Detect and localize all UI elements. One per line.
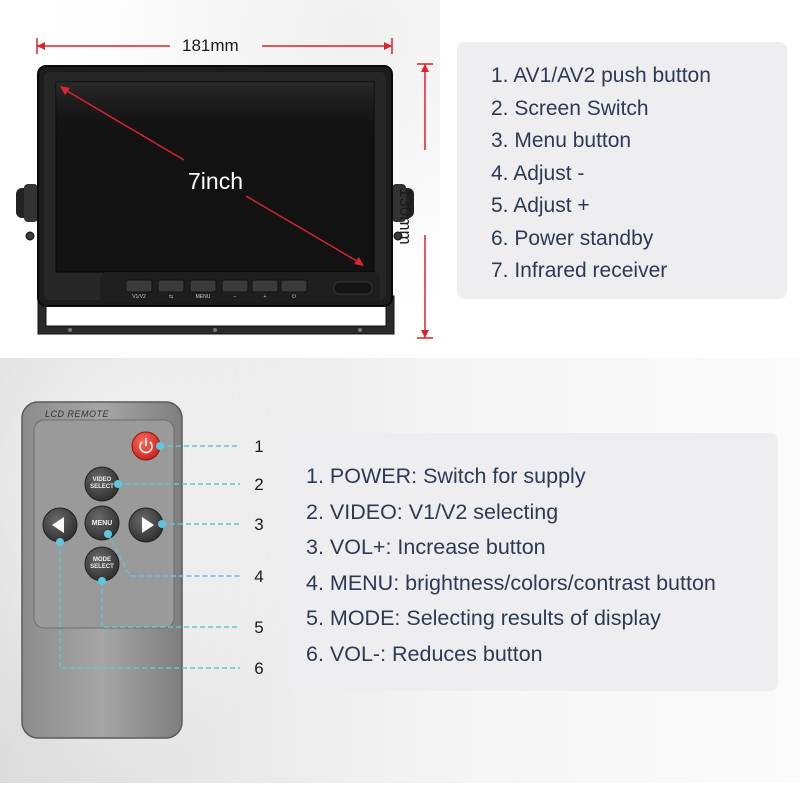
monitor-button-screen-switch[interactable] bbox=[157, 279, 185, 293]
mount-knob-left bbox=[16, 184, 38, 241]
monitor-button-plus[interactable] bbox=[251, 279, 279, 293]
list-item: 1. AV1/AV2 push button bbox=[491, 64, 711, 87]
height-label: 130mm bbox=[396, 188, 415, 245]
arrow-left-icon bbox=[52, 517, 64, 533]
video-label-line2: SELECT bbox=[90, 484, 114, 490]
monitor-button-label: ⇆ bbox=[168, 294, 174, 300]
remote-features-panel: 1. POWER: Switch for supply 2. VIDEO: V1… bbox=[288, 433, 778, 691]
list-item: 5. MODE: Selecting results of display bbox=[306, 606, 661, 631]
callout-lines bbox=[59, 445, 240, 669]
list-item: 3. VOL+: Increase button bbox=[306, 535, 546, 560]
monitor-button-menu[interactable] bbox=[189, 279, 217, 293]
power-icon bbox=[139, 438, 153, 454]
callout-dots bbox=[56, 442, 166, 585]
monitor-features-panel: 1. AV1/AV2 push button 2. Screen Switch … bbox=[457, 42, 787, 299]
list-item: 6. Power standby bbox=[491, 226, 654, 250]
list-item: 1. POWER: Switch for supply bbox=[306, 464, 586, 488]
list-item: 2. Screen Switch bbox=[491, 96, 649, 120]
infrared-receiver bbox=[333, 281, 373, 295]
mode-label-line1: MODE bbox=[93, 557, 111, 563]
monitor-button-label: ⏻ bbox=[292, 294, 296, 300]
monitor-illustration bbox=[16, 38, 433, 339]
remote-title: LCD REMOTE bbox=[45, 409, 110, 419]
mount-knob-right bbox=[392, 184, 414, 241]
monitor-button-label: − bbox=[233, 294, 237, 300]
remote-features-list: 1. POWER: Switch for supply 2. VIDEO: V1… bbox=[306, 459, 778, 673]
mode-select-label: MODE SELECT bbox=[86, 557, 118, 571]
width-dimension bbox=[36, 38, 393, 54]
list-item: 6. VOL-: Reduces button bbox=[306, 641, 543, 666]
list-item: 3. Menu button bbox=[491, 129, 632, 152]
callout-number: 6 bbox=[254, 659, 264, 678]
width-label: 181mm bbox=[182, 36, 239, 55]
callout-number: 5 bbox=[254, 618, 264, 637]
callout-number: 4 bbox=[254, 567, 264, 586]
monitor-button-label: V1/V2 bbox=[132, 294, 146, 300]
list-item: 2. VIDEO: V1/V2 selecting bbox=[306, 499, 559, 524]
list-item: 5. Adjust + bbox=[491, 194, 590, 217]
list-item: 7. Infrared receiver bbox=[491, 259, 668, 282]
callout-number: 2 bbox=[254, 475, 264, 494]
callout-number: 3 bbox=[254, 515, 264, 534]
mode-label-line2: SELECT bbox=[90, 564, 114, 570]
callout-number: 1 bbox=[254, 437, 264, 456]
video-label-line1: VIDEO bbox=[92, 477, 112, 483]
screen-size-label: 7inch bbox=[188, 168, 243, 194]
monitor-button-label: MENU bbox=[195, 294, 211, 300]
menu-label: MENU bbox=[91, 520, 113, 527]
height-dimension bbox=[417, 63, 433, 339]
monitor-button-power[interactable] bbox=[280, 279, 308, 293]
remote-illustration bbox=[21, 401, 240, 739]
monitor-button-av[interactable] bbox=[125, 279, 153, 293]
arrow-right-icon bbox=[142, 517, 154, 533]
monitor-button-minus[interactable] bbox=[221, 279, 249, 293]
monitor-button-label: + bbox=[263, 294, 267, 300]
screen-diagonal bbox=[60, 86, 364, 266]
list-item: 4. Adjust - bbox=[491, 161, 585, 185]
list-item: 4. MENU: brightness/colors/contrast butt… bbox=[306, 570, 716, 595]
video-select-label: VIDEO SELECT bbox=[86, 477, 118, 491]
monitor-features-list: 1. AV1/AV2 push button 2. Screen Switch … bbox=[491, 60, 787, 288]
